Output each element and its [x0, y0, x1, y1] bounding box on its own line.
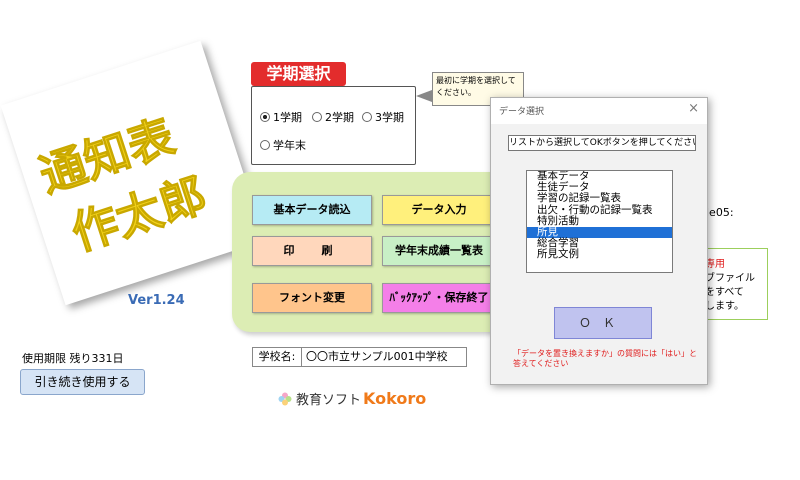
- data-select-dialog: データ選択 × リストから選択してOKボタンを押してください 基本データ 生徒デ…: [490, 97, 708, 385]
- side-info-box: 専用 ブファイル をすべて します。: [700, 248, 768, 320]
- license-expiry: 使用期限 残り331日: [22, 352, 124, 365]
- dialog-title: データ選択: [499, 107, 545, 117]
- term-callout: 最初に学期を選択してください。: [432, 72, 524, 106]
- side-line-1: 専用: [705, 259, 725, 270]
- version-label: Ver1.24: [128, 293, 185, 308]
- radio-term1-label: 1学期: [273, 111, 302, 124]
- school-name-label: 学校名:: [252, 347, 302, 367]
- school-name-value: 〇〇市立サンプル001中学校: [301, 347, 467, 367]
- backup-save-exit-button[interactable]: ﾊﾞｯｸｱｯﾌﾟ・保存終了: [382, 283, 496, 313]
- data-listbox[interactable]: 基本データ 生徒データ 学習の記録一覧表 出欠・行動の記録一覧表 特別活動 所見…: [526, 170, 673, 273]
- radio-selected-icon: [260, 112, 270, 122]
- print-button[interactable]: 印 刷: [252, 236, 372, 266]
- radio-unselected-icon: [362, 112, 372, 122]
- list-item[interactable]: 出欠・行動の記録一覧表: [537, 203, 653, 216]
- company-logo: 教育ソフト Kokoro: [278, 389, 426, 408]
- continue-using-button[interactable]: 引き続き使用する: [20, 369, 145, 395]
- radio-term3-label: 3学期: [375, 111, 404, 124]
- side-text-top: le05:: [706, 206, 734, 219]
- list-item[interactable]: 学習の記録一覧表: [537, 192, 621, 205]
- list-item[interactable]: 特別活動: [537, 214, 579, 227]
- radio-unselected-icon: [312, 112, 322, 122]
- radio-term2[interactable]: 2学期: [312, 109, 354, 125]
- radio-term2-label: 2学期: [325, 111, 354, 124]
- list-item[interactable]: 総合学習: [537, 237, 579, 250]
- ok-button[interactable]: ＯＫ: [554, 307, 652, 339]
- term-radio-group: 1学期 2学期 3学期 学年末: [251, 86, 416, 165]
- company-prefix: 教育ソフト: [296, 393, 362, 408]
- dialog-titlebar: データ選択 ×: [491, 98, 707, 124]
- side-line-3: をすべて: [705, 287, 744, 298]
- radio-yearend-label: 学年末: [273, 139, 306, 152]
- list-item[interactable]: 生徒データ: [537, 181, 590, 194]
- yearend-report-button[interactable]: 学年末成績一覧表: [382, 236, 496, 266]
- callout-tail: [416, 90, 432, 102]
- radio-term3[interactable]: 3学期: [362, 109, 404, 125]
- list-item-selected[interactable]: 所見: [527, 226, 672, 239]
- list-item[interactable]: 所見文例: [537, 248, 579, 261]
- company-brand: Kokoro: [363, 389, 427, 408]
- load-basic-data-button[interactable]: 基本データ読込: [252, 195, 372, 225]
- list-item[interactable]: 基本データ: [537, 170, 590, 182]
- side-line-2: ブファイル: [705, 273, 755, 284]
- radio-yearend[interactable]: 学年末: [260, 137, 306, 153]
- close-icon[interactable]: ×: [688, 101, 699, 116]
- radio-unselected-icon: [260, 140, 270, 150]
- dialog-instruction: リストから選択してOKボタンを押してください: [508, 135, 696, 151]
- side-line-4: します。: [705, 301, 744, 312]
- flower-icon: [278, 392, 292, 405]
- data-input-button[interactable]: データ入力: [382, 195, 496, 225]
- radio-term1[interactable]: 1学期: [260, 109, 302, 125]
- font-change-button[interactable]: フォント変更: [252, 283, 372, 313]
- term-select-header: 学期選択: [251, 62, 346, 86]
- dialog-note: 「データを置き換えますか」の質問には「はい」と答えてください: [513, 349, 697, 368]
